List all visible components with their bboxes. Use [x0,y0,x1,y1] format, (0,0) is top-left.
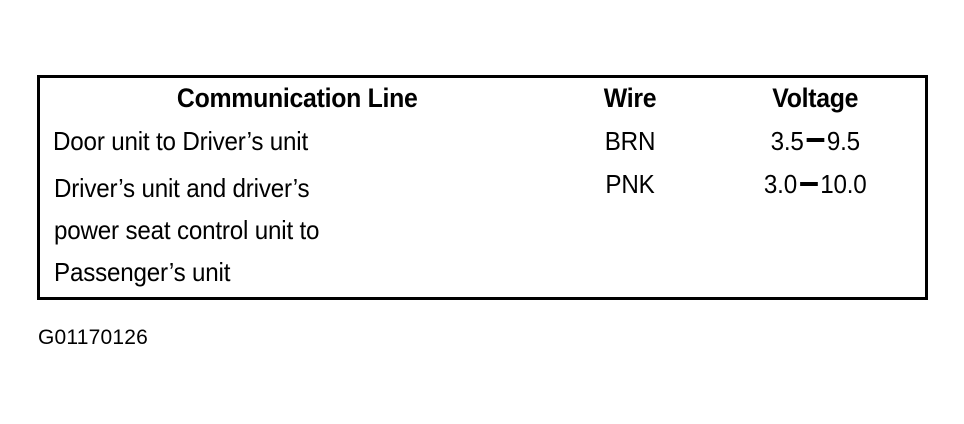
communication-line-text: Door unit to Driver’s unit [53,126,309,156]
voltage-min-value: 3.5 [770,126,804,156]
cell-voltage: 3.0 10.0 [704,164,927,299]
column-header-voltage: Voltage [704,76,927,121]
cell-wire: BRN [554,121,705,165]
voltage-range: 3.0 10.0 [712,164,917,204]
column-header-communication-line-label: Communication Line [176,83,418,113]
communication-line-text-block: Driver’s unit and driver’s power seat co… [40,164,555,293]
voltage-range: 3.5 9.5 [712,121,917,161]
cell-wire: PNK [554,164,705,299]
wire-code-text: BRN [604,126,655,156]
communication-line-spec-table: Communication Line Wire Voltage Door uni… [37,75,928,300]
wire-code-text: PNK [604,169,655,200]
column-header-voltage-label: Voltage [771,83,858,113]
communication-line-text-line-3: Passenger’s unit [54,257,231,288]
figure-caption: G01170126 [38,326,149,349]
communication-line-text-line-2: power seat control unit to [54,215,320,246]
cell-communication-line: Driver’s unit and driver’s power seat co… [38,164,555,299]
table-row: Driver’s unit and driver’s power seat co… [38,164,927,299]
cell-voltage: 3.5 9.5 [704,121,927,165]
range-dash-icon [799,181,817,186]
communication-line-text-line-1: Driver’s unit and driver’s [54,173,310,204]
column-header-communication-line: Communication Line [38,76,555,121]
table-body: Door unit to Driver’s unit BRN 3.5 9.5 [38,121,927,299]
voltage-min-value: 3.0 [763,169,797,200]
range-dash-icon [805,138,824,143]
column-header-wire-label: Wire [603,83,656,113]
cell-communication-line: Door unit to Driver’s unit [38,121,555,165]
table-row: Door unit to Driver’s unit BRN 3.5 9.5 [38,121,927,165]
column-header-wire: Wire [554,76,705,121]
voltage-max-value: 9.5 [826,126,860,156]
table-header: Communication Line Wire Voltage [38,76,927,121]
voltage-max-value: 10.0 [819,169,867,200]
table-header-row: Communication Line Wire Voltage [38,76,927,121]
